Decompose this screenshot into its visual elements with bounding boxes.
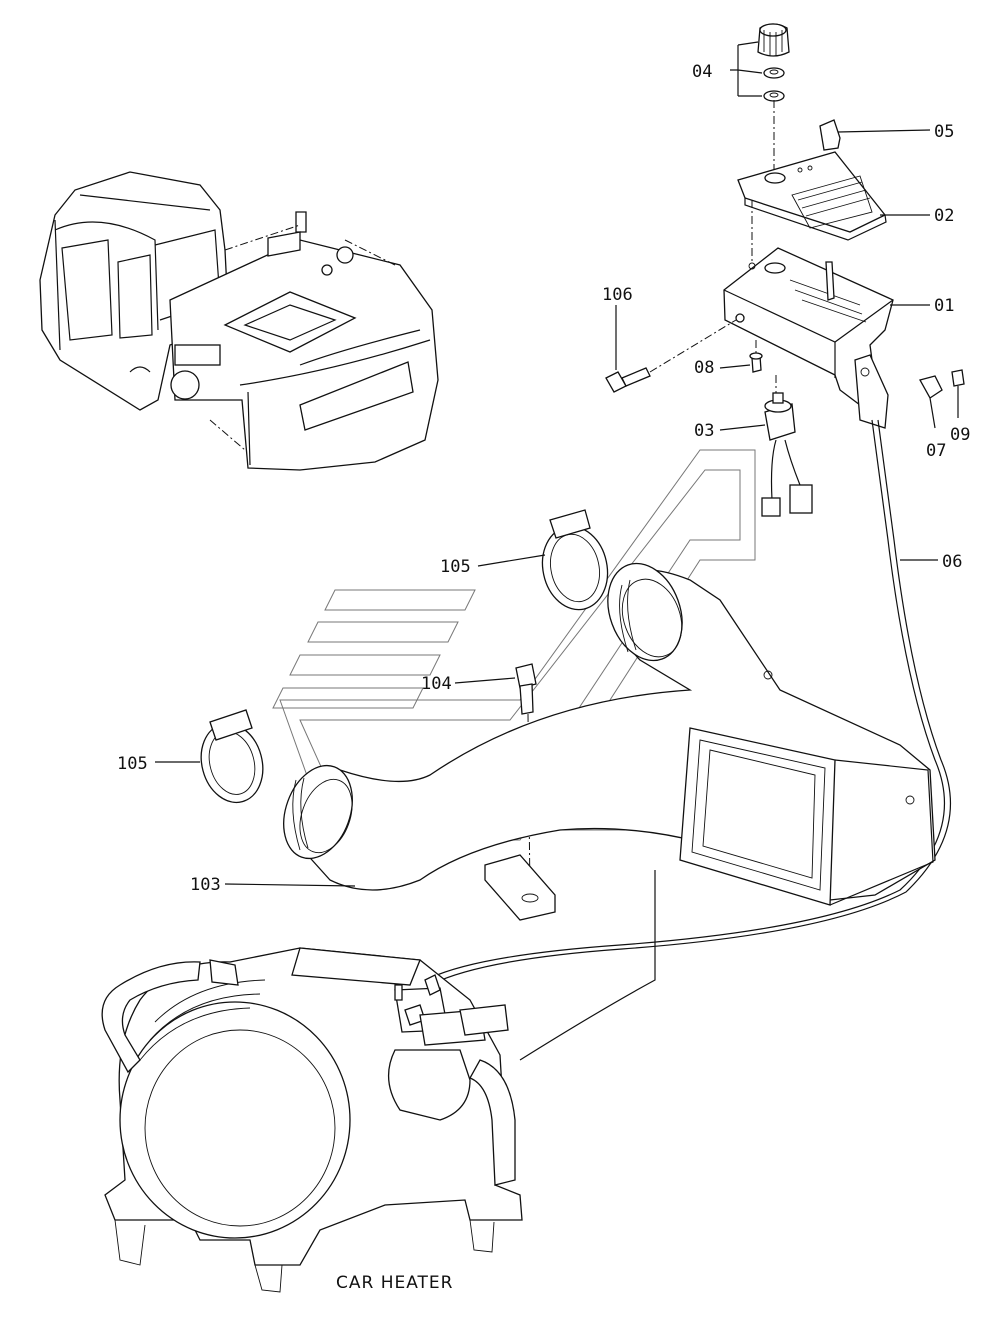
label-08: 08 <box>694 358 714 378</box>
part-08-screw <box>719 340 763 373</box>
part-labels: 04 05 02 01 106 08 03 07 09 06 105 104 1… <box>117 62 970 895</box>
label-07: 07 <box>926 441 946 461</box>
part-03-switch <box>719 375 813 517</box>
part-106-bolt <box>605 305 737 393</box>
label-103: 103 <box>190 875 221 895</box>
label-04: 04 <box>692 62 712 82</box>
part-06-cable <box>429 419 952 985</box>
part-04-knob-assembly <box>730 23 790 180</box>
part-103-duct <box>224 562 936 921</box>
excavator-illustration <box>39 171 439 471</box>
label-09: 09 <box>950 425 970 445</box>
part-105-lower-clamp <box>155 709 264 804</box>
part-02-control-panel <box>737 151 930 241</box>
label-06: 06 <box>942 552 962 572</box>
label-01: 01 <box>934 296 954 316</box>
label-105-lower: 105 <box>117 754 148 774</box>
part-01-bracket <box>723 200 930 429</box>
diagram-caption: CAR HEATER <box>336 1273 454 1293</box>
part-07-clip <box>919 375 943 429</box>
label-03: 03 <box>694 421 714 441</box>
label-106: 106 <box>602 285 633 305</box>
part-105-upper-clamp <box>477 509 609 611</box>
label-104: 104 <box>421 674 452 694</box>
part-104-bolt <box>454 663 537 896</box>
car-heater-unit <box>101 870 656 1293</box>
part-09-screw <box>951 369 965 418</box>
label-05: 05 <box>934 122 954 142</box>
label-02: 02 <box>934 206 954 226</box>
part-05-lever-knob <box>819 119 931 151</box>
label-105-upper: 105 <box>440 557 471 577</box>
